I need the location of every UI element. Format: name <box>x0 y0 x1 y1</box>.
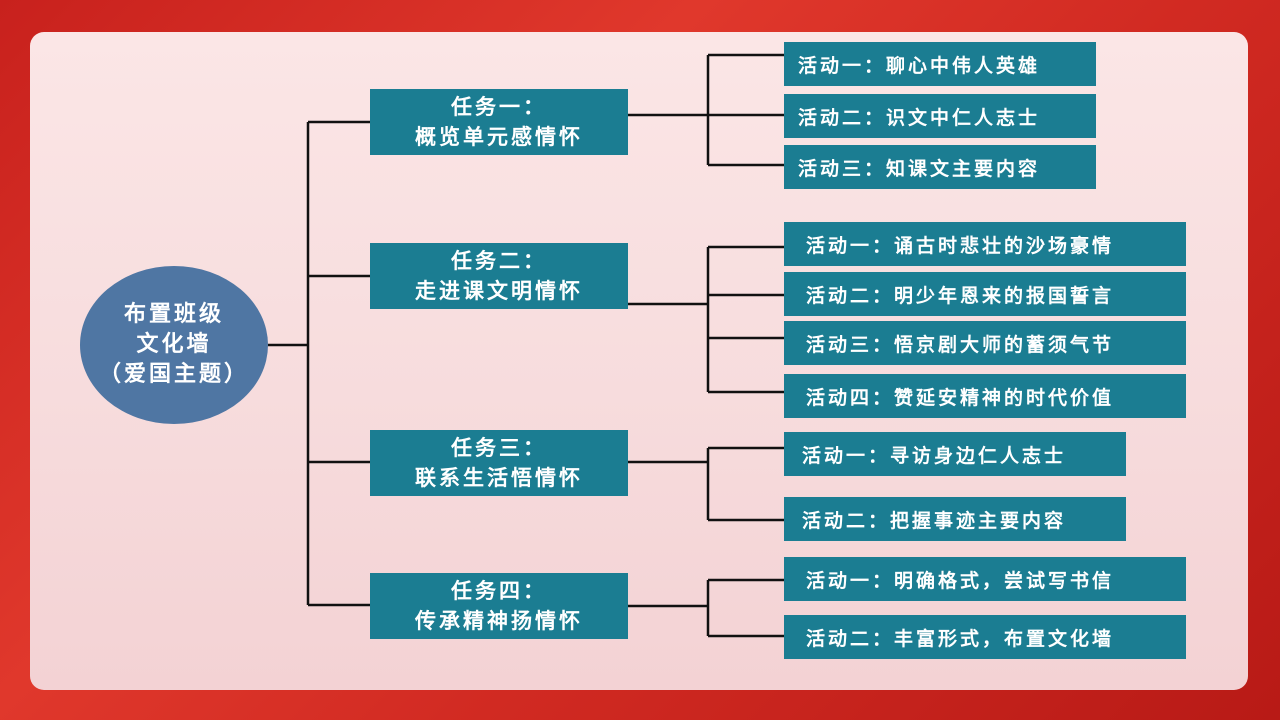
root-node: 布置班级 文化墙 （爱国主题） <box>80 266 268 424</box>
root-line-1: 布置班级 <box>123 302 224 327</box>
task-2-subtitle: 走进课文明情怀 <box>415 279 583 303</box>
task-2-activity-2: 活动二：明少年恩来的报国誓言 <box>784 272 1186 316</box>
task-2-activity-4: 活动四：赞延安精神的时代价值 <box>784 374 1186 418</box>
task-3-activity-2: 活动二：把握事迹主要内容 <box>784 497 1126 541</box>
task-3-subtitle: 联系生活悟情怀 <box>415 466 583 490</box>
root-line-3: （爱国主题） <box>98 362 249 387</box>
task-2-activity-3: 活动三：悟京剧大师的蓄须气节 <box>784 321 1186 365</box>
task-2-node: 任务二： 走进课文明情怀 <box>370 243 628 309</box>
task-3-node: 任务三： 联系生活悟情怀 <box>370 430 628 496</box>
task-4-node: 任务四： 传承精神扬情怀 <box>370 573 628 639</box>
task-1-activity-2: 活动二：识文中仁人志士 <box>784 94 1096 138</box>
task-2-activity-1: 活动一：诵古时悲壮的沙场豪情 <box>784 222 1186 266</box>
task-1-title: 任务一： <box>451 95 547 119</box>
task-4-title: 任务四： <box>451 579 547 603</box>
task-4-activity-1: 活动一：明确格式，尝试写书信 <box>784 557 1186 601</box>
task-1-node: 任务一： 概览单元感情怀 <box>370 89 628 155</box>
task-1-subtitle: 概览单元感情怀 <box>415 125 583 149</box>
task-1-activity-1: 活动一：聊心中伟人英雄 <box>784 42 1096 86</box>
task-3-title: 任务三： <box>451 436 547 460</box>
task-2-title: 任务二： <box>451 249 547 273</box>
root-line-2: 文化墙 <box>136 332 212 357</box>
task-1-activity-3: 活动三：知课文主要内容 <box>784 145 1096 189</box>
task-3-activity-1: 活动一：寻访身边仁人志士 <box>784 432 1126 476</box>
task-4-subtitle: 传承精神扬情怀 <box>415 609 583 633</box>
task-4-activity-2: 活动二：丰富形式，布置文化墙 <box>784 615 1186 659</box>
